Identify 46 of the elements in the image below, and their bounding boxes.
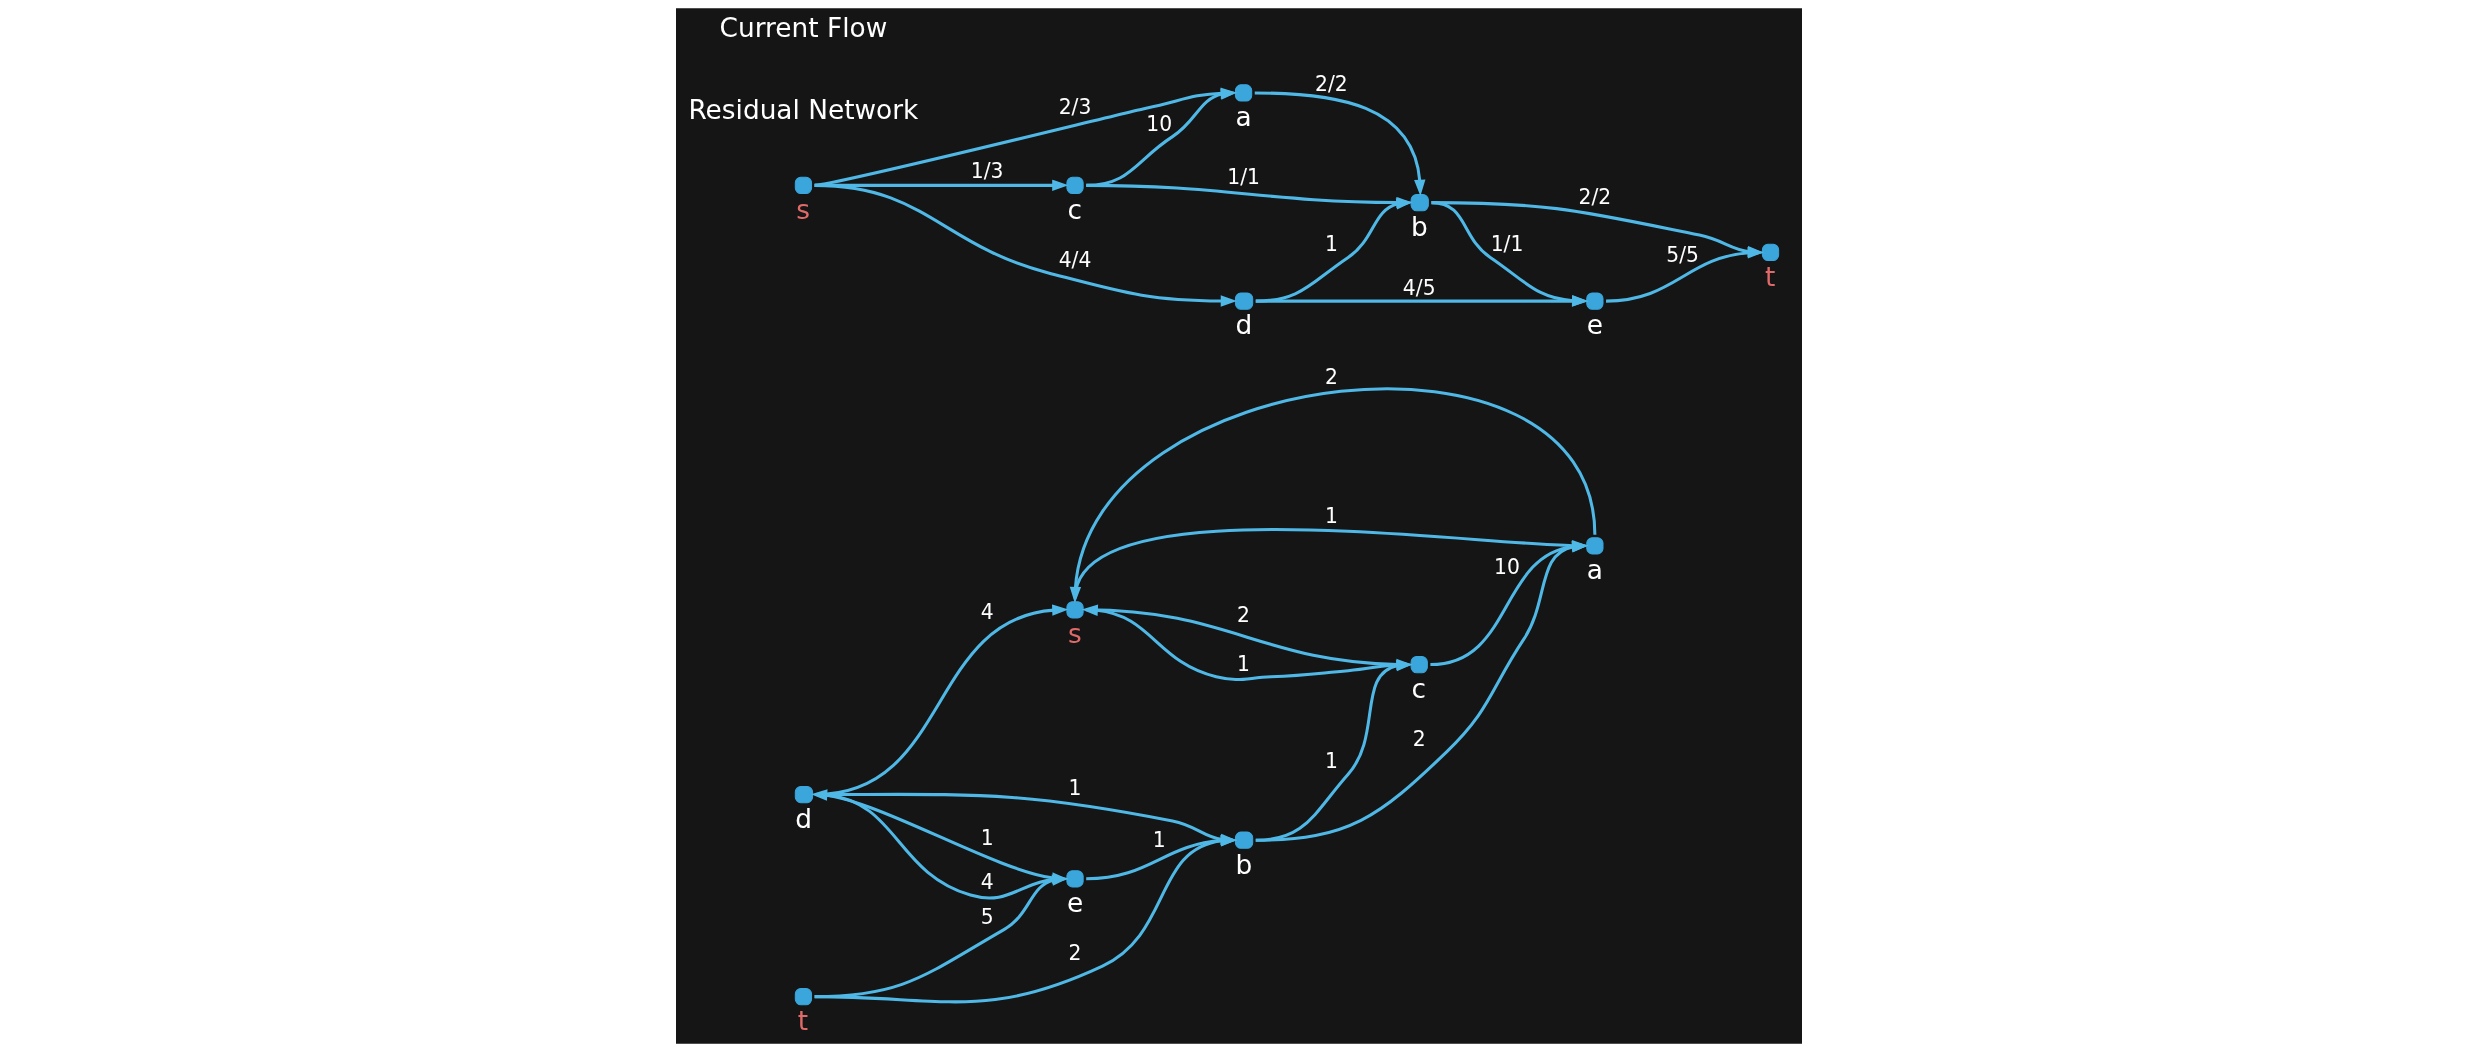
edge-label: 4 <box>980 869 994 894</box>
edge-label: 1 <box>1237 651 1251 676</box>
node-label: d <box>1235 310 1253 341</box>
edge-label: 4/5 <box>1402 276 1436 301</box>
edge-label: 1/1 <box>1490 232 1524 257</box>
edge-label: 2/3 <box>1058 95 1092 120</box>
node-label: c <box>1067 194 1082 225</box>
edge-label: 1/3 <box>970 159 1004 184</box>
arrow <box>1081 604 1409 682</box>
node-label: t <box>797 1005 809 1036</box>
edge-label: 4 <box>980 599 994 624</box>
edge-label: 10 <box>1146 111 1173 136</box>
node-label: b <box>1411 211 1428 242</box>
arrow <box>1254 91 1426 197</box>
node-label: t <box>1764 261 1776 292</box>
edge-label: 1 <box>1324 232 1338 257</box>
node-label: b <box>1235 849 1253 880</box>
edge-label: 2 <box>1237 602 1251 627</box>
edge-label: 2 <box>1412 726 1426 751</box>
node-label: s <box>796 194 811 225</box>
node-label: s <box>1067 619 1082 650</box>
node-label: c <box>1411 673 1427 704</box>
edge-label: 5/5 <box>1666 242 1700 267</box>
edge-label: 1 <box>980 826 994 851</box>
edge-label: 1/1 <box>1227 165 1260 190</box>
edge-label: 2/2 <box>1315 71 1348 96</box>
edge-label: 2/2 <box>1578 184 1612 209</box>
arrow <box>1255 295 1589 307</box>
label: Residual Network <box>688 94 919 125</box>
node-label: e <box>1066 888 1084 919</box>
edge-label: 2 <box>1324 365 1338 390</box>
edge-label: 10 <box>1494 555 1520 580</box>
node-label: a <box>1235 102 1252 133</box>
label: Current Flow <box>719 13 888 44</box>
node-label: d <box>795 803 813 834</box>
edge-label: 4/4 <box>1058 247 1092 272</box>
edge-label: 1 <box>1068 775 1082 800</box>
node-label: a <box>1586 555 1603 586</box>
edge-label: 1 <box>1324 504 1338 529</box>
edge-label: 5 <box>980 904 994 929</box>
edge-label: 1 <box>1324 749 1338 774</box>
edge-label: 1 <box>1152 828 1166 853</box>
arrow <box>1069 387 1597 604</box>
node-label: e <box>1586 310 1603 341</box>
edge-label: 2 <box>1068 941 1082 966</box>
arrow <box>814 183 1237 307</box>
